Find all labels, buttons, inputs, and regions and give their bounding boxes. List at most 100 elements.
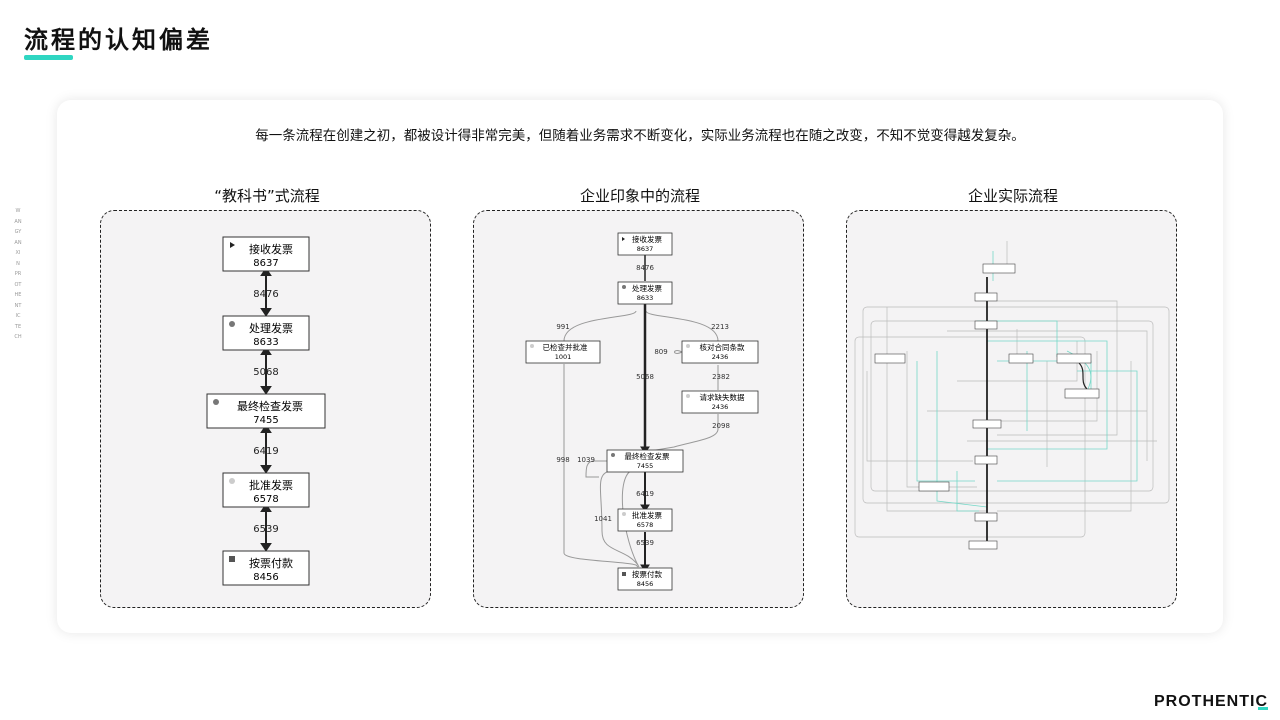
svg-text:2436: 2436: [712, 403, 729, 411]
edge-label: 6539: [636, 539, 654, 547]
impression-process-panel: 8476 991 2213 809 5068 2382 2098 998 103…: [473, 210, 804, 608]
edge-label: 8476: [636, 264, 654, 272]
edge-label: 809: [654, 348, 667, 356]
process-node: 批准发票 6578: [617, 508, 673, 532]
column-title-actual: 企业实际流程: [967, 187, 1058, 205]
process-node: [974, 292, 998, 302]
svg-text:8456: 8456: [637, 580, 654, 588]
svg-text:1001: 1001: [555, 353, 572, 361]
svg-text:8633: 8633: [637, 294, 654, 302]
svg-text:6578: 6578: [253, 494, 278, 505]
svg-text:8637: 8637: [637, 245, 654, 253]
impression-edges: [563, 310, 719, 568]
svg-text:接收发票: 接收发票: [632, 234, 662, 244]
edge-label: 6539: [253, 524, 278, 535]
process-node: [1064, 388, 1100, 399]
square-icon: [229, 556, 235, 562]
dot-icon: [611, 453, 615, 457]
edge-label: 6419: [253, 446, 278, 457]
edge-label: 991: [556, 323, 569, 331]
edge-label: 2098: [712, 422, 730, 430]
dot-light-icon: [229, 478, 235, 484]
process-node: 最终检查发票 7455: [206, 393, 326, 429]
process-node: 按票付款 8456: [617, 567, 673, 591]
process-node: [974, 320, 998, 330]
process-node: [968, 540, 998, 550]
process-node: 接收发票 8637: [222, 236, 310, 272]
textbook-edges: [260, 267, 272, 552]
column-title-impression: 企业印象中的流程: [579, 187, 700, 205]
svg-text:批准发票: 批准发票: [249, 478, 293, 492]
svg-text:6578: 6578: [637, 521, 654, 529]
svg-text:已检查并批准: 已检查并批准: [543, 342, 588, 352]
process-node: [918, 481, 950, 492]
content-card: 每一条流程在创建之初，都被设计得非常完美，但随着业务需求不断变化，实际业务流程也…: [57, 100, 1223, 633]
svg-text:请求缺失数据: 请求缺失数据: [700, 392, 745, 402]
edge-label: 1041: [594, 515, 612, 523]
impression-flow-diagram: 8476 991 2213 809 5068 2382 2098 998 103…: [525, 232, 759, 591]
dot-icon: [622, 285, 626, 289]
edge-label: 8476: [253, 289, 278, 300]
process-node: [974, 455, 998, 465]
svg-text:8633: 8633: [253, 337, 278, 348]
edge-label: 6419: [636, 490, 654, 498]
dot-light-icon: [530, 344, 534, 348]
dot-icon: [213, 399, 219, 405]
process-node: 批准发票 6578: [222, 472, 310, 508]
svg-text:2436: 2436: [712, 353, 729, 361]
svg-text:接收发票: 接收发票: [249, 242, 293, 256]
vertical-brand-text: WANGYANXIN PROTHENTIC TECH: [14, 208, 22, 340]
textbook-process-panel: 8476 5068 6419 6539 接收发票 8637 处理发票 8633: [100, 210, 431, 608]
svg-text:处理发票: 处理发票: [249, 321, 293, 335]
svg-text:7455: 7455: [637, 462, 654, 470]
actual-teal-edges: [916, 251, 1138, 512]
dot-light-icon: [622, 512, 626, 516]
logo-accent-bar: [1258, 707, 1268, 710]
dot-light-icon: [686, 394, 690, 398]
actual-flow-diagram: [854, 241, 1170, 550]
process-node: 最终检查发票 7455: [606, 449, 684, 473]
svg-text:处理发票: 处理发票: [632, 283, 662, 293]
process-node: 已检查并批准 1001: [525, 340, 601, 364]
square-icon: [622, 572, 626, 576]
textbook-flow-diagram: 8476 5068 6419 6539 接收发票 8637 处理发票 8633: [206, 236, 326, 586]
edge-label: 1039: [577, 456, 595, 464]
svg-text:按票付款: 按票付款: [249, 556, 293, 570]
dot-icon: [229, 321, 235, 327]
svg-text:按票付款: 按票付款: [632, 569, 662, 579]
title-accent-bar: [24, 55, 73, 60]
process-node: 接收发票 8637: [617, 232, 673, 256]
edge-label: 998: [556, 456, 569, 464]
svg-text:8456: 8456: [253, 572, 278, 583]
actual-nodes: [874, 263, 1100, 550]
svg-text:最终检查发票: 最终检查发票: [237, 399, 303, 413]
play-icon: [622, 237, 625, 241]
edge-label: 5068: [636, 373, 654, 381]
svg-text:最终检查发票: 最终检查发票: [625, 451, 670, 461]
brand-logo: PROTHENTIC: [1154, 693, 1268, 710]
svg-text:7455: 7455: [253, 415, 278, 426]
process-node: 核对合同条款 2436: [681, 340, 759, 364]
actual-process-panel: [846, 210, 1177, 608]
process-node: 按票付款 8456: [222, 550, 310, 586]
svg-text:批准发票: 批准发票: [632, 510, 662, 520]
description-text: 每一条流程在创建之初，都被设计得非常完美，但随着业务需求不断变化，实际业务流程也…: [255, 128, 1025, 144]
process-node: 请求缺失数据 2436: [681, 390, 759, 414]
actual-gray-edges: [854, 241, 1170, 538]
page-title: 流程的认知偏差: [24, 26, 213, 54]
process-node: 处理发票 8633: [617, 281, 673, 305]
process-node: [1056, 353, 1092, 364]
dot-light-icon: [686, 344, 690, 348]
process-node: [1008, 353, 1034, 364]
process-node: [982, 263, 1016, 274]
edge-label: 2213: [711, 323, 729, 331]
process-node: [974, 512, 998, 522]
edge-label: 2382: [712, 373, 730, 381]
impression-main-edges: [640, 255, 650, 572]
svg-text:核对合同条款: 核对合同条款: [700, 342, 745, 352]
process-node: [972, 419, 1002, 429]
edge-label: 5068: [253, 367, 278, 378]
process-node: [874, 353, 906, 364]
play-icon: [230, 242, 235, 248]
svg-text:8637: 8637: [253, 258, 278, 269]
